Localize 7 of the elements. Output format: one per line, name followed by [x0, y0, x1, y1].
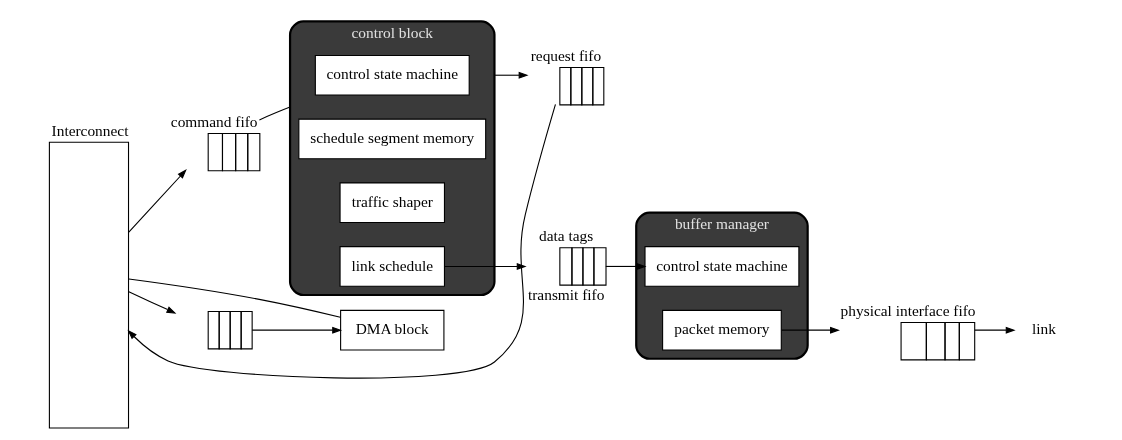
node-label: transmit fifo: [527, 285, 604, 303]
node-label: command fifo: [170, 113, 258, 131]
node-label: request fifo: [530, 47, 601, 65]
node-label: physical interface fifo: [840, 302, 976, 320]
node-label: Interconnect: [51, 121, 128, 139]
node-label: data tags: [538, 227, 593, 245]
node-text: link: [1031, 320, 1056, 338]
